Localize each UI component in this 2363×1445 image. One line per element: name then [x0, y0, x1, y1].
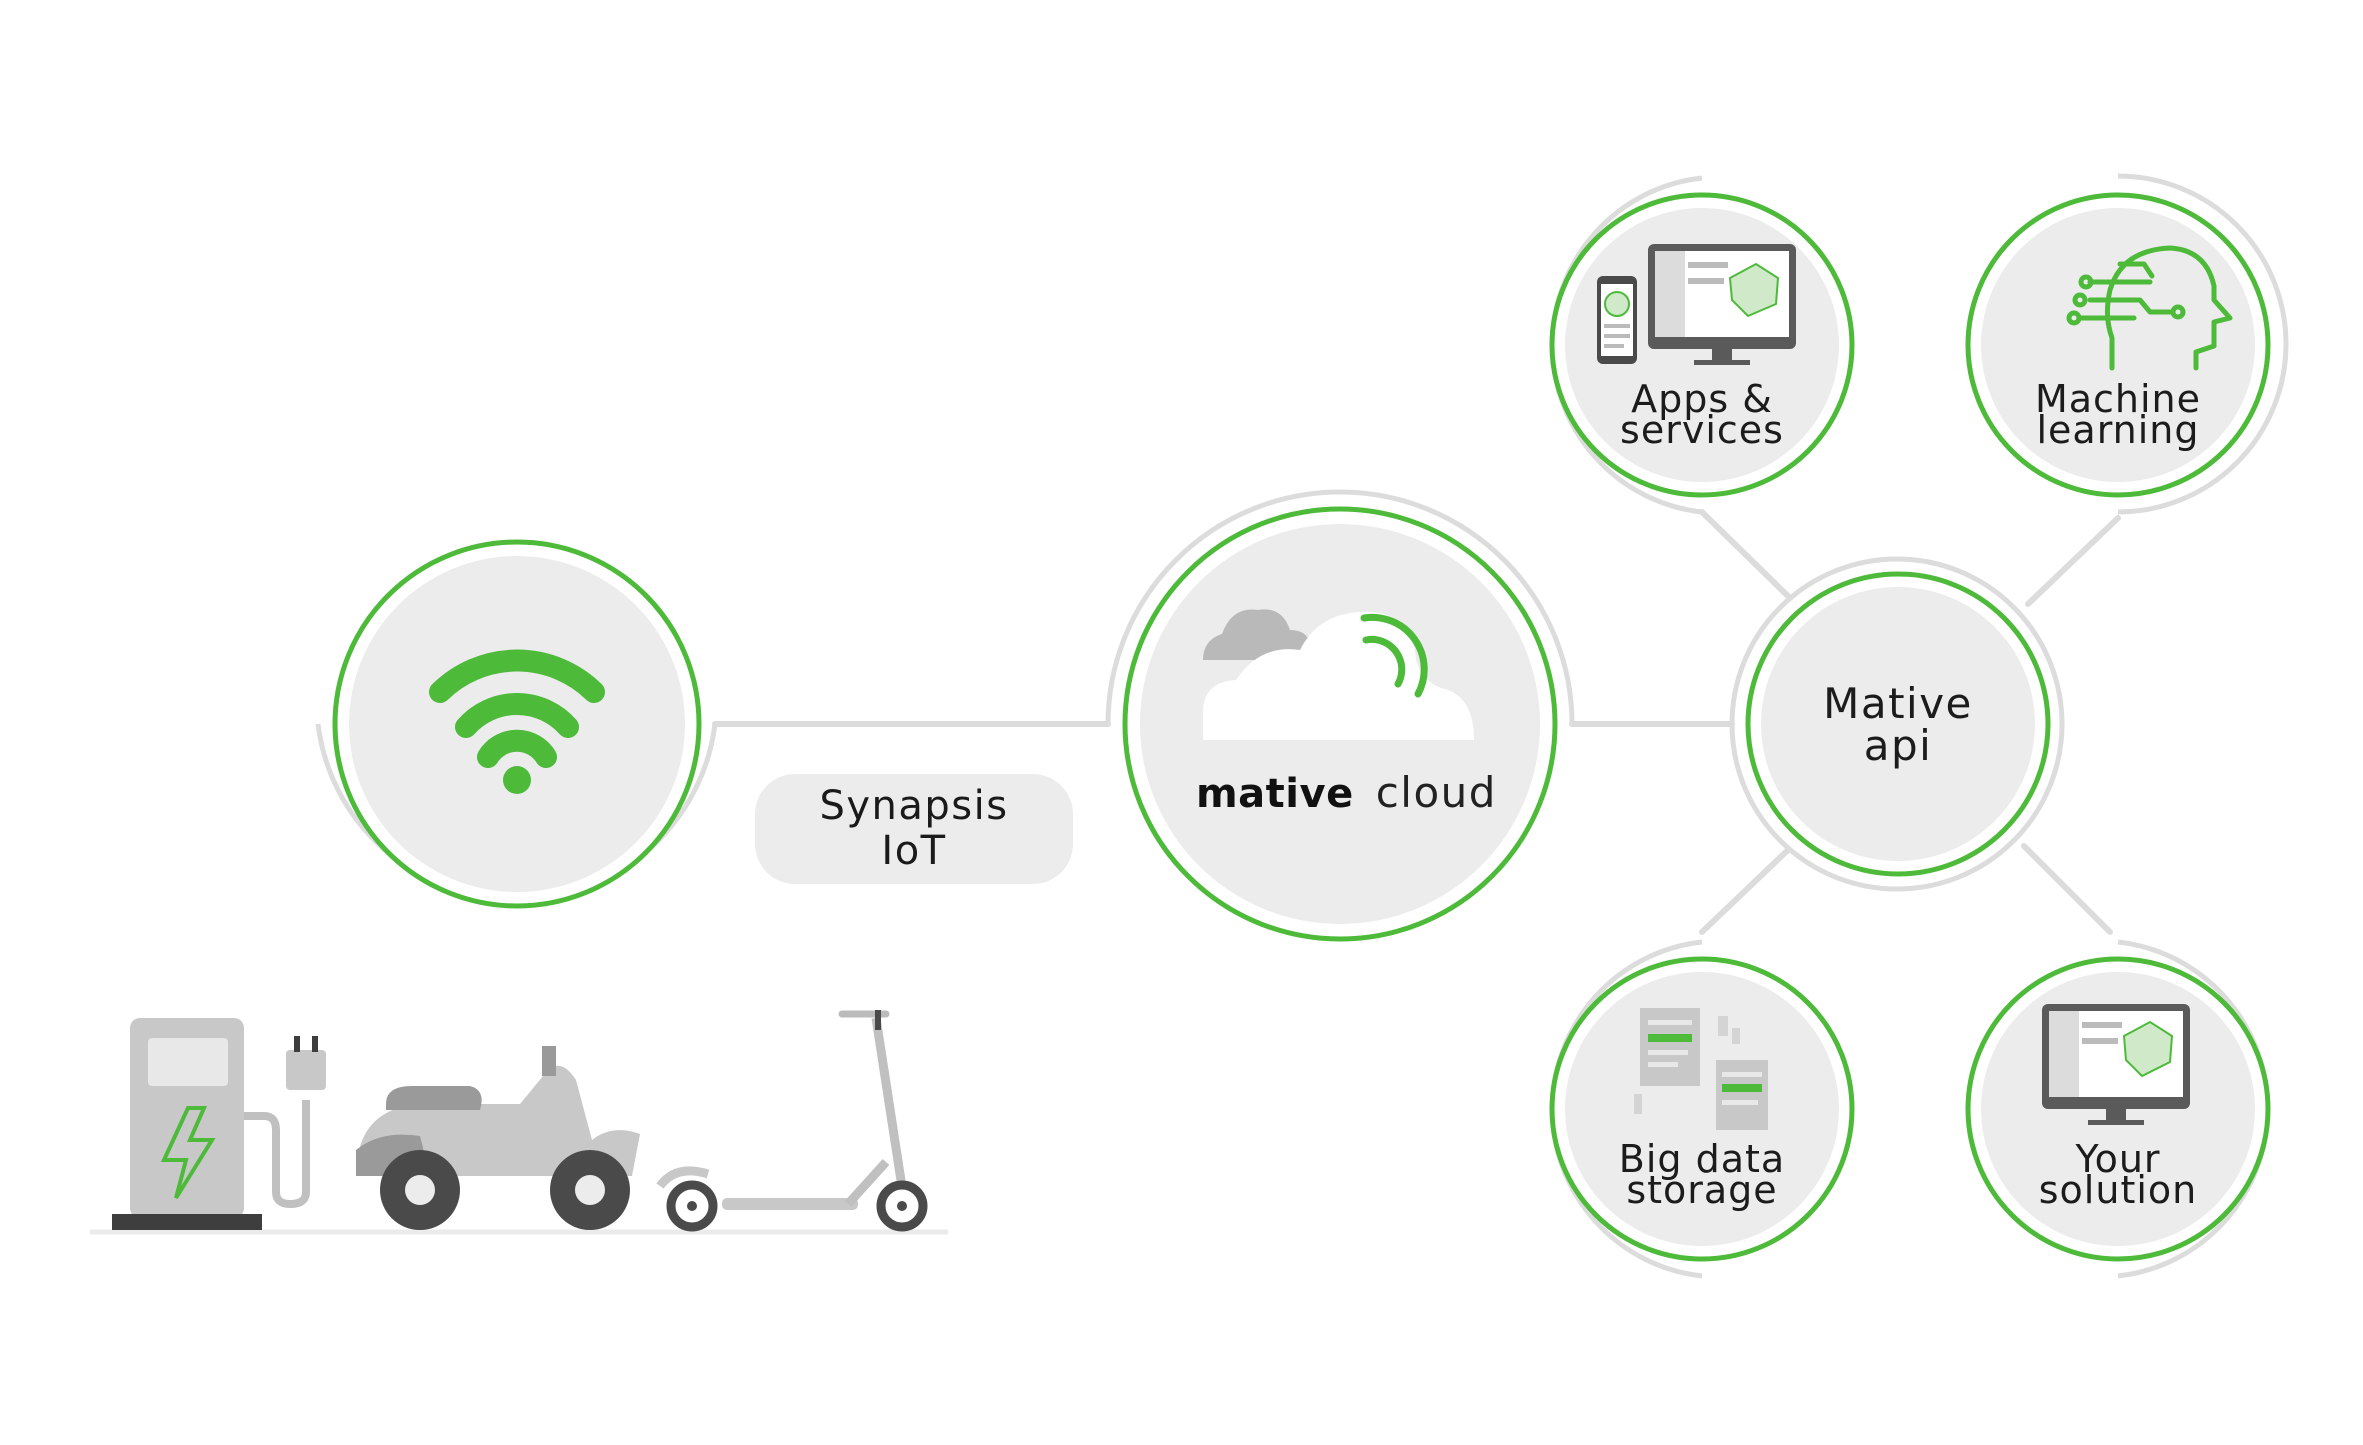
cloud-outer-ring	[1105, 489, 1575, 725]
synapsis-pill	[755, 774, 1073, 884]
desktop-map-icon	[2042, 1004, 2190, 1125]
solution-node	[1965, 939, 2271, 1279]
ml-node	[1965, 173, 2289, 515]
apps-node	[1549, 175, 1855, 515]
api-node	[1729, 556, 2065, 892]
cloud-node	[1105, 489, 1575, 942]
connectors	[712, 509, 2121, 935]
connector-api-bigdata	[1699, 847, 1791, 935]
scooter-icon	[356, 1046, 640, 1230]
wifi-node	[315, 539, 718, 909]
charging-station-icon	[112, 1018, 326, 1230]
smartphone-icon	[1597, 276, 1637, 364]
connector-api-ml	[2025, 515, 2121, 607]
desktop-map-icon	[1648, 244, 1796, 365]
mative-cloud-brand: mative cloud	[1196, 768, 1496, 818]
vehicles	[90, 1010, 948, 1235]
brand-mative: mative	[1196, 771, 1354, 817]
ai-head-icon	[2066, 245, 2233, 371]
wifi-icon	[429, 649, 605, 768]
cloud-signal-icon	[1203, 609, 1474, 740]
kick-scooter-icon	[656, 1010, 928, 1232]
documents-icon	[1634, 1008, 1768, 1130]
bigdata-node	[1549, 939, 1855, 1279]
connector-api-apps	[1699, 509, 1793, 601]
brand-cloud: cloud	[1375, 768, 1497, 817]
connector-api-solution	[2021, 843, 2113, 935]
api-outer-ring	[1729, 556, 2065, 892]
